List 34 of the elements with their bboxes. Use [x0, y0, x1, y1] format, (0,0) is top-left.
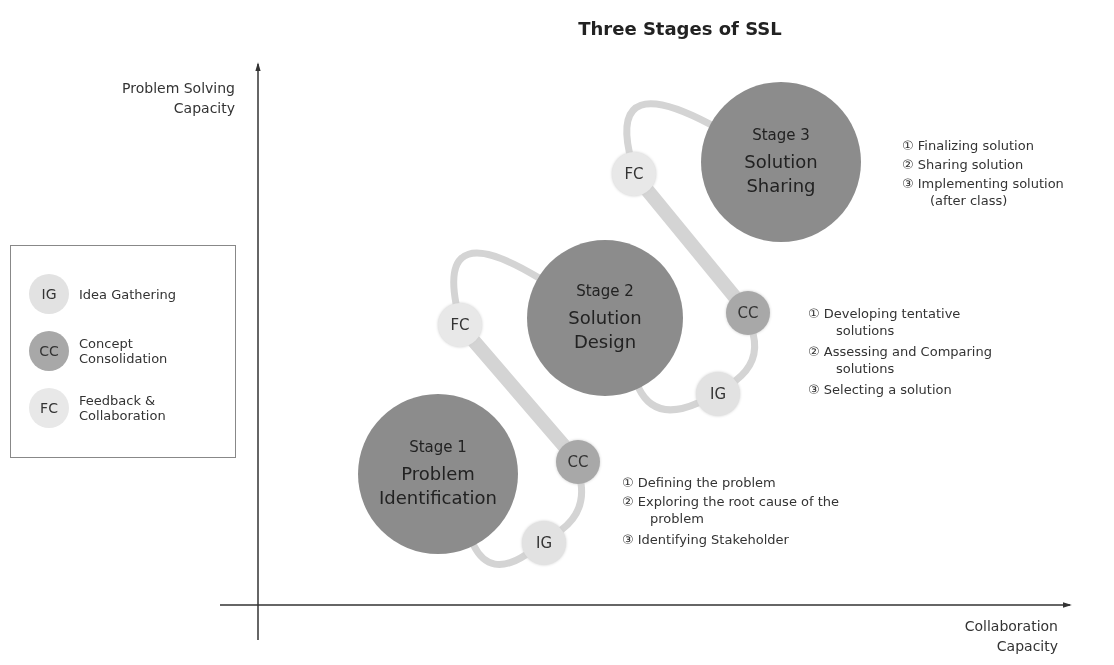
step-list-item: ② Assessing and Comparing solutions	[808, 343, 993, 377]
stage-number: Stage 2	[576, 282, 634, 300]
legend-swatch: FC	[29, 388, 69, 428]
stage-name: Solution Sharing	[743, 150, 819, 198]
legend-swatch: CC	[29, 331, 69, 371]
diagram-title: Three Stages of SSL	[577, 18, 783, 39]
legend-text: Concept Consolidation	[79, 336, 169, 366]
connector	[467, 334, 571, 453]
step-circle: CC	[726, 291, 770, 335]
legend-swatch: IG	[29, 274, 69, 314]
step-list-item: ② Sharing solution	[902, 156, 1025, 173]
legend-text: Idea Gathering	[79, 286, 177, 302]
connector	[623, 100, 714, 156]
step-list-item: ② Exploring the root cause of the problem	[622, 493, 840, 527]
step-circle: IG	[696, 372, 740, 416]
stage-name: Problem Identification	[378, 462, 498, 510]
stage-number: Stage 1	[409, 438, 467, 456]
stage-number: Stage 3	[752, 126, 810, 144]
step-list-item: ③ Implementing solution (after class)	[902, 175, 1065, 209]
step-circle: FC	[612, 152, 656, 196]
axis-label: Problem Solving Capacity	[121, 79, 235, 118]
step-list-item: ① Finalizing solution	[902, 137, 1035, 154]
stage-name: Solution Design	[567, 306, 643, 354]
connector	[640, 184, 742, 303]
axis-label: Collaboration Capacity	[963, 617, 1058, 656]
step-list-item: ① Defining the problem	[622, 474, 777, 491]
step-circle: FC	[438, 303, 482, 347]
legend-text: Feedback & Collaboration	[79, 393, 167, 423]
connector	[470, 542, 530, 569]
step-circle: CC	[556, 440, 600, 484]
step-list-item: ① Developing tentative solutions	[808, 305, 962, 339]
step-circle: IG	[522, 521, 566, 565]
step-list-item: ③ Identifying Stakeholder	[622, 531, 790, 548]
step-list-item: ③ Selecting a solution	[808, 381, 953, 398]
